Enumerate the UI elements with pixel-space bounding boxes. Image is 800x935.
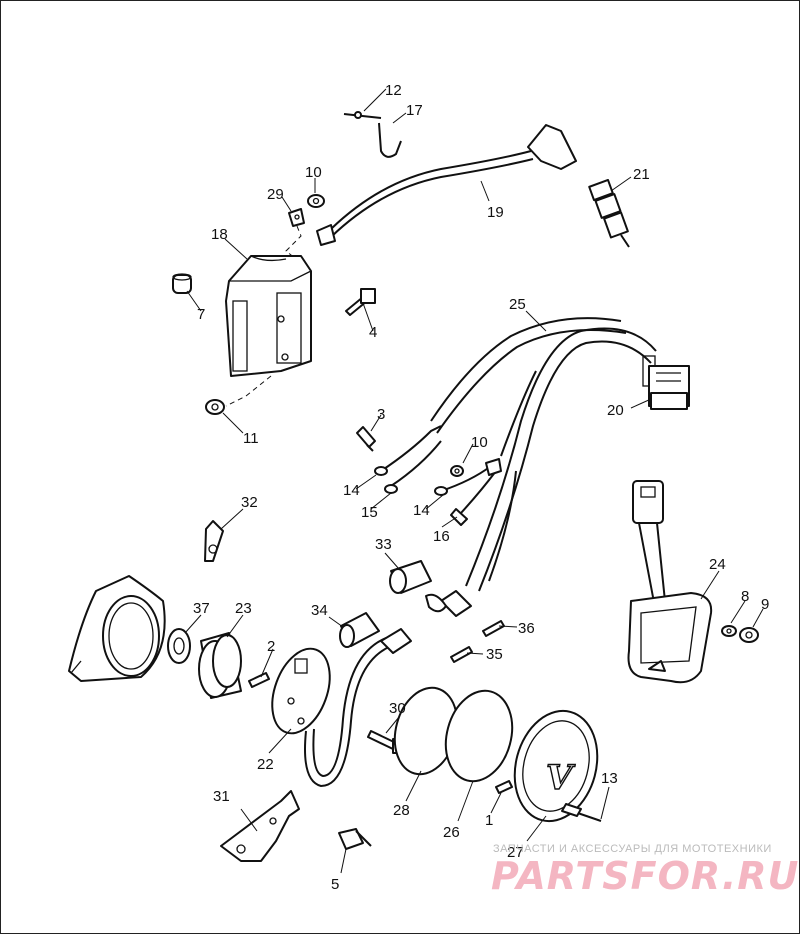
callout-10a: 10 xyxy=(305,164,322,181)
callout-4: 4 xyxy=(369,324,377,341)
part-3-screw xyxy=(356,426,376,452)
part-37-seal xyxy=(167,628,191,664)
callout-7: 7 xyxy=(197,306,205,323)
part-5-clamp xyxy=(338,828,372,850)
callout-12: 12 xyxy=(385,82,402,99)
callout-17: 17 xyxy=(406,102,423,119)
part-21-spark-plug xyxy=(588,179,630,248)
callout-36: 36 xyxy=(518,620,535,637)
part-10-nut xyxy=(307,194,325,208)
engine-case xyxy=(68,575,166,682)
part-32-clamp xyxy=(204,520,224,562)
watermark-tagline: ЗАПЧАСТИ И АКСЕССУАРЫ ДЛЯ МОТОТЕХНИКИ xyxy=(493,843,772,855)
part-10-nut-lower xyxy=(450,465,464,477)
callout-1: 1 xyxy=(485,812,493,829)
part-25-harness xyxy=(425,317,657,617)
callout-31: 31 xyxy=(213,788,230,805)
watermark-brand: PARTSFOR.RU xyxy=(491,854,799,898)
dashed-guide xyxy=(285,225,302,264)
callout-32: 32 xyxy=(241,494,258,511)
callout-35: 35 xyxy=(486,646,503,663)
callout-24: 24 xyxy=(709,556,726,573)
dashed-guide-2 xyxy=(225,375,272,407)
callout-13: 13 xyxy=(601,770,618,787)
callout-14b: 14 xyxy=(413,502,430,519)
part-24-module xyxy=(627,480,713,684)
sensor-cable xyxy=(304,628,412,788)
callout-3: 3 xyxy=(377,406,385,423)
callout-18: 18 xyxy=(211,226,228,243)
part-26-plate xyxy=(444,689,514,783)
part-22-sensor-plate xyxy=(271,647,331,735)
part-20-connector xyxy=(642,355,690,410)
callout-28: 28 xyxy=(393,802,410,819)
part-19-plug-wire xyxy=(316,124,577,246)
part-35-terminal xyxy=(450,646,473,663)
callout-14a: 14 xyxy=(343,482,360,499)
part-34-grommet xyxy=(339,612,380,648)
part-8-washer xyxy=(721,625,737,637)
part-4-bolt xyxy=(345,288,376,316)
callout-16: 16 xyxy=(433,528,450,545)
callout-25: 25 xyxy=(509,296,526,313)
callout-37: 37 xyxy=(193,600,210,617)
part-1-screw xyxy=(495,780,513,794)
callout-15: 15 xyxy=(361,504,378,521)
wire-leads xyxy=(374,425,502,526)
emblem-letter: V xyxy=(546,758,576,798)
callout-8: 8 xyxy=(741,588,749,605)
part-29-bracket xyxy=(288,208,305,227)
callout-2: 2 xyxy=(267,638,275,655)
callout-20: 20 xyxy=(607,402,624,419)
part-23-rotor xyxy=(198,632,242,699)
part-13-probe xyxy=(561,803,602,822)
part-36-terminal xyxy=(482,620,505,637)
callout-29: 29 xyxy=(267,186,284,203)
part-18-ignition-coil xyxy=(225,255,312,377)
part-17-clip xyxy=(378,122,402,158)
part-31-bracket xyxy=(220,790,300,862)
callout-numbers: 12 17 10 29 19 21 18 7 4 11 25 20 3 10 1… xyxy=(193,82,769,893)
part-33-grommet xyxy=(389,560,432,594)
callout-34: 34 xyxy=(311,602,328,619)
callout-26: 26 xyxy=(443,824,460,841)
callout-19: 19 xyxy=(487,204,504,221)
part-2-screw xyxy=(248,672,270,688)
part-11-nut xyxy=(205,399,225,415)
callout-23: 23 xyxy=(235,600,252,617)
part-7-bushing xyxy=(172,273,192,294)
callout-22: 22 xyxy=(257,756,274,773)
leader-lines xyxy=(184,88,764,874)
part-9-nut xyxy=(739,627,759,643)
watermark: ЗАПЧАСТИ И АКСЕССУАРЫ ДЛЯ МОТОТЕХНИКИ PA… xyxy=(491,843,799,898)
callout-27: 27 xyxy=(507,844,524,861)
callout-33: 33 xyxy=(375,536,392,553)
callout-30: 30 xyxy=(389,700,406,717)
part-27-emblem-cover: V xyxy=(513,709,599,823)
part-12-pin xyxy=(343,111,382,119)
callout-5: 5 xyxy=(331,876,339,893)
callout-11: 11 xyxy=(243,430,259,447)
callout-21: 21 xyxy=(633,166,650,183)
callout-10b: 10 xyxy=(471,434,488,451)
callout-9: 9 xyxy=(761,596,769,613)
